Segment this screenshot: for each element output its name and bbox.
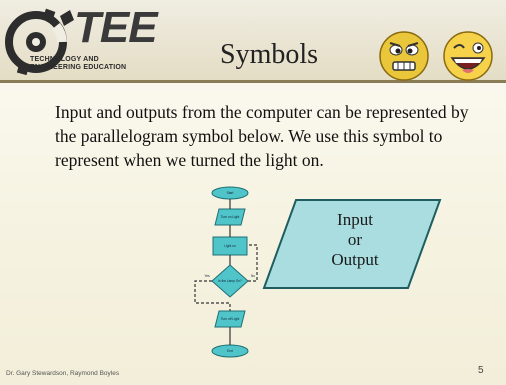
io-label-line3: Output [331,250,379,269]
io-label-line1: Input [337,210,373,229]
worried-face-icon [379,31,429,81]
flow-decision-label: Is the Lamp On? [218,279,242,283]
flow-no-label: No [251,274,255,278]
flow-output [214,310,246,328]
io-label: Input or Output [290,210,420,270]
flow-output-label: Turn off Light [221,317,240,321]
flow-start-label: Start [227,191,234,195]
tee-logo-icon [5,8,74,76]
flow-decision [211,264,249,298]
flow-end-label: End [227,349,233,353]
body-paragraph: Input and outputs from the computer can … [55,102,469,170]
io-label-line2: or [347,230,363,249]
flow-yes-label: Yes [204,274,210,278]
flow-process-label: Light on [224,244,236,248]
io-parallelogram [262,199,442,289]
logo-text: TEE [74,3,158,52]
slide-title: Symbols [220,39,319,70]
footer-author: Dr. Gary Stewardson, Raymond Boyles [6,370,120,377]
page-number: 5 [478,365,484,376]
laughing-face-icon [443,31,493,81]
flow-input [214,208,246,226]
flow-input-label: Turn on Light [221,215,240,219]
logo-subtext: Technology and Engineering Education [30,56,127,71]
flowchart-diagram: Start Turn on Light Light on Is the Lamp… [194,186,258,358]
